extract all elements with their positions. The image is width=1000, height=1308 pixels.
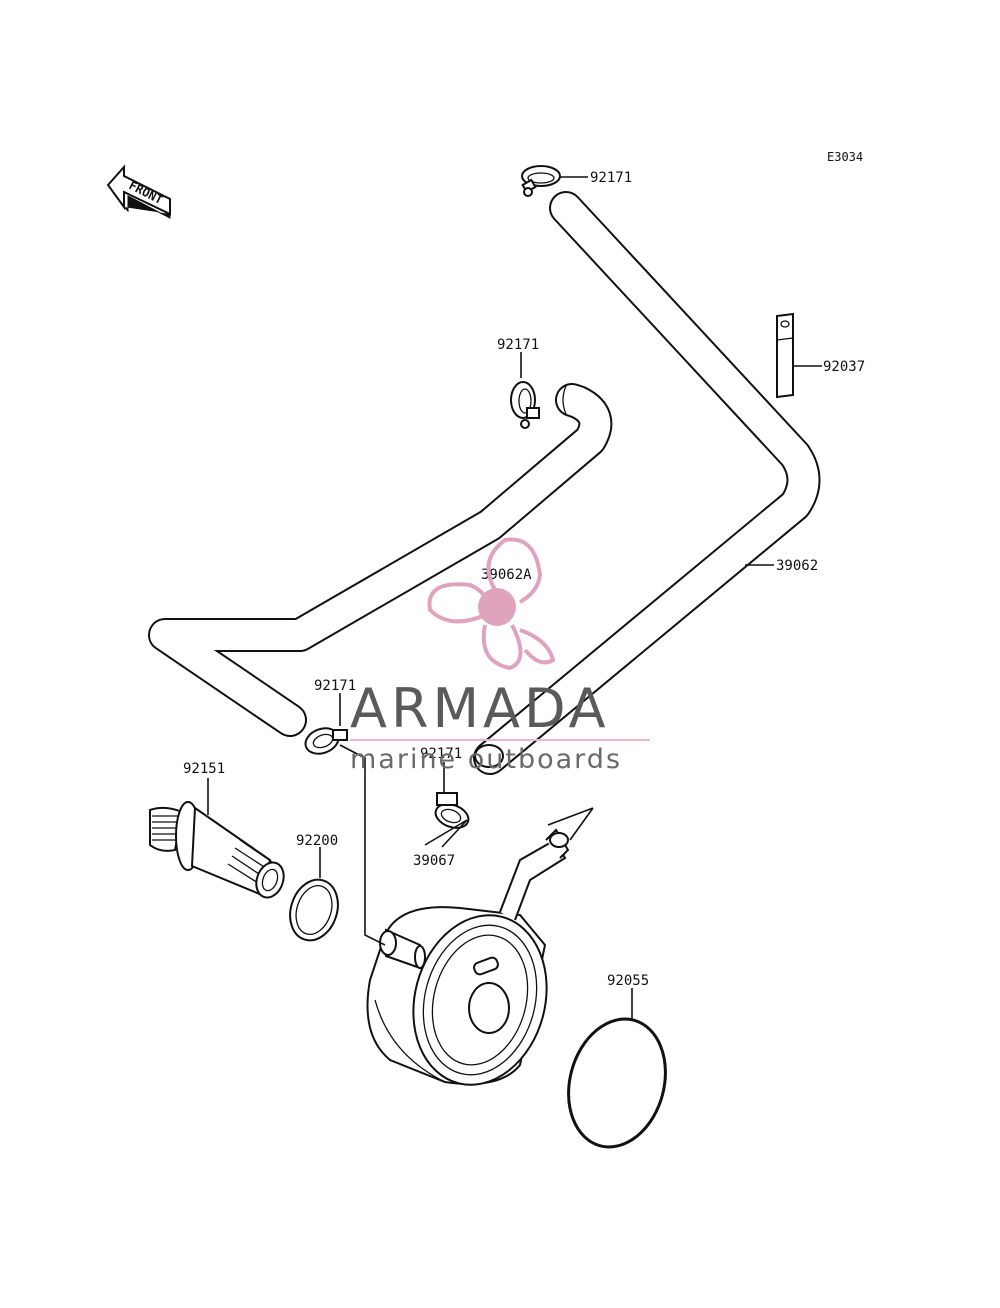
- callout-label: 92171: [590, 170, 632, 186]
- hose-39062: [473, 191, 821, 775]
- oil-cooler-39067: [366, 828, 570, 1086]
- o-ring-92055: [567, 1017, 667, 1149]
- watermark-logo: ARMADA marine outboards: [350, 537, 650, 775]
- callout-label: 92171: [497, 337, 539, 353]
- callout-label: 92171: [314, 678, 356, 694]
- callout-labels: 92171 92037 92171 39062A 39062 92171 921…: [183, 170, 865, 989]
- callout-label: 39062A: [481, 567, 532, 583]
- bracket-92037: [776, 312, 794, 399]
- callout-label: 92151: [183, 761, 225, 777]
- callout-label: 92171: [420, 746, 462, 762]
- callout-label: 92037: [823, 359, 865, 375]
- callout-label: 39067: [413, 853, 455, 869]
- clamp-92171-middle: [510, 381, 540, 429]
- clamp-92171-left: [304, 727, 348, 755]
- propeller-icon: [427, 537, 556, 671]
- o-ring-92200: [289, 878, 339, 942]
- callout-label: 92055: [607, 973, 649, 989]
- callout-label: 92200: [296, 833, 338, 849]
- fitting-92151: [149, 801, 285, 899]
- clamp-92171-top: [521, 165, 561, 197]
- leader-lines: [207, 176, 822, 1020]
- front-arrow-icon: FRONT: [106, 164, 171, 219]
- watermark-tagline: marine outboards: [350, 744, 622, 775]
- clamp-92171-lower: [434, 792, 470, 829]
- callout-label: 39062: [776, 558, 818, 574]
- hose-39062A: [148, 383, 613, 737]
- diagram-code: E3034: [827, 150, 863, 164]
- watermark-brand: ARMADA: [350, 677, 610, 740]
